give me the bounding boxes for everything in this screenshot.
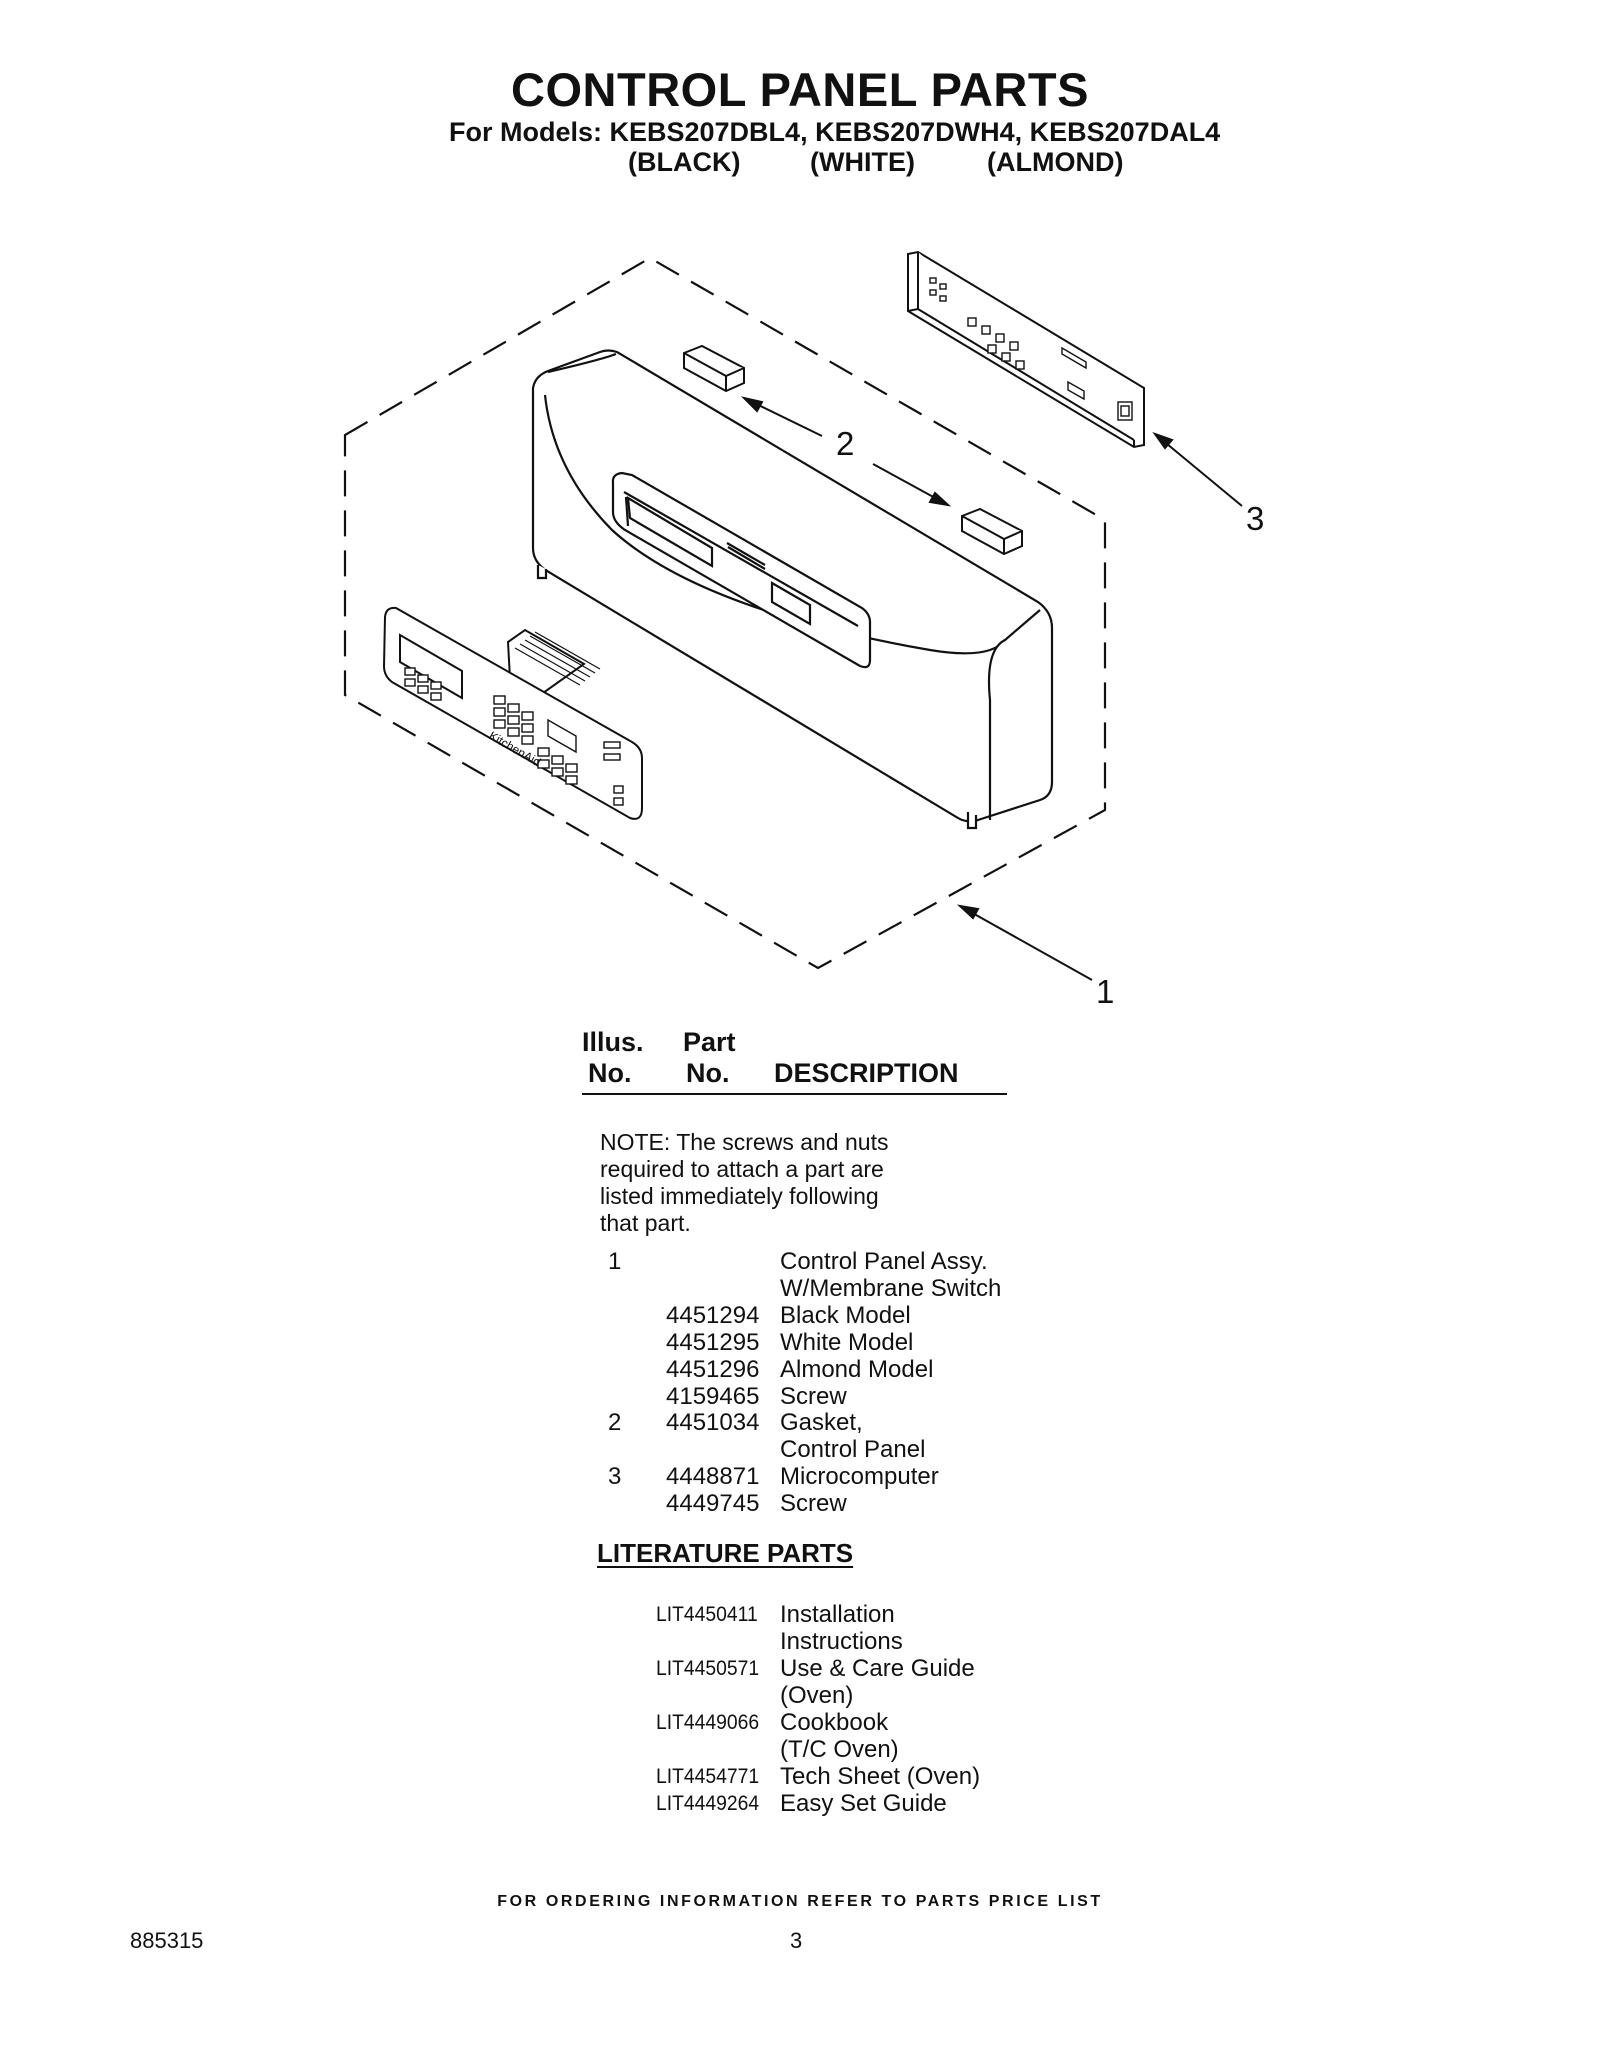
row-desc: Microcomputer xyxy=(780,1463,939,1490)
row-illus: 2 xyxy=(608,1409,622,1436)
lit-desc: Easy Set Guide xyxy=(780,1790,947,1817)
header-part-line2: No. xyxy=(686,1058,730,1088)
row-part-number: 4449745 xyxy=(666,1490,760,1517)
row-desc: Screw xyxy=(780,1383,847,1410)
lit-part-number: LIT4450411 xyxy=(656,1603,758,1626)
gasket-lower xyxy=(961,507,1023,556)
ordering-footer: FOR ORDERING INFORMATION REFER TO PARTS … xyxy=(497,1893,1103,1910)
header-illus-line2: No. xyxy=(588,1058,632,1088)
lit-part-number: LIT4454771 xyxy=(656,1765,760,1788)
lit-desc: Instructions xyxy=(780,1628,903,1655)
row-desc: Screw xyxy=(780,1490,847,1517)
gasket-upper xyxy=(683,344,745,393)
row-part-number: 4448871 xyxy=(666,1463,760,1490)
callout-3: 3 xyxy=(1246,500,1264,537)
note: NOTE: The screws and nuts required to at… xyxy=(600,1129,888,1237)
control-panel-housing xyxy=(531,349,1054,830)
row-desc: Control Panel xyxy=(780,1436,926,1463)
page-title: CONTROL PANEL PARTS xyxy=(511,63,1089,116)
document-number: 885315 xyxy=(130,1928,204,1953)
page-number: 3 xyxy=(790,1928,803,1953)
row-part-number: 4451295 xyxy=(666,1329,760,1356)
color-label-black: (BLACK) xyxy=(628,147,741,177)
color-label-white: (WHITE) xyxy=(810,147,915,177)
row-desc: Almond Model xyxy=(780,1356,934,1383)
row-part-number: 4159465 xyxy=(666,1383,760,1410)
color-label-almond: (ALMOND) xyxy=(987,147,1124,177)
row-desc: W/Membrane Switch xyxy=(780,1275,1002,1302)
lit-desc: (T/C Oven) xyxy=(780,1736,899,1763)
lit-part-number: LIT4449264 xyxy=(656,1792,760,1815)
lit-part-number: LIT4449066 xyxy=(656,1711,760,1734)
header-rule xyxy=(582,1093,1007,1095)
lit-desc: (Oven) xyxy=(780,1682,854,1709)
row-illus: 1 xyxy=(608,1248,622,1275)
row-desc: White Model xyxy=(780,1329,914,1356)
row-desc: Gasket, xyxy=(780,1409,863,1436)
lit-desc: Cookbook xyxy=(780,1709,889,1736)
assembly-boundary xyxy=(343,256,1107,970)
row-desc: Control Panel Assy. xyxy=(780,1248,988,1275)
callout-2: 2 xyxy=(836,425,854,462)
header-illus-line1: Illus. xyxy=(582,1027,644,1057)
note-line: required to attach a part are xyxy=(600,1156,884,1182)
header-part-line1: Part xyxy=(683,1027,736,1057)
note-line: NOTE: The screws and nuts xyxy=(600,1129,889,1155)
lit-desc: Tech Sheet (Oven) xyxy=(780,1763,981,1790)
row-illus: 3 xyxy=(608,1463,622,1490)
row-part-number: 4451296 xyxy=(666,1356,760,1383)
header-description: DESCRIPTION xyxy=(774,1058,959,1088)
lit-part-number: LIT4450571 xyxy=(656,1657,760,1680)
lit-desc: Use & Care Guide xyxy=(780,1655,975,1682)
row-part-number: 4451294 xyxy=(666,1302,760,1329)
callout-labels: 2 3 1 xyxy=(836,425,1264,1010)
row-desc: Black Model xyxy=(780,1302,911,1329)
models-line: For Models: KEBS207DBL4, KEBS207DWH4, KE… xyxy=(449,117,1221,147)
microcomputer-board xyxy=(907,250,1145,449)
exploded-parts-diagram: KitchenAid 2 3 1 xyxy=(343,250,1264,1010)
lit-desc: Installation xyxy=(780,1601,895,1628)
literature-title: LITERATURE PARTS xyxy=(597,1538,854,1568)
callout-1: 1 xyxy=(1096,973,1114,1010)
row-part-number: 4451034 xyxy=(666,1409,760,1436)
note-line: that part. xyxy=(600,1210,691,1236)
membrane-switch: KitchenAid xyxy=(382,606,643,820)
note-line: listed immediately following xyxy=(600,1183,879,1209)
